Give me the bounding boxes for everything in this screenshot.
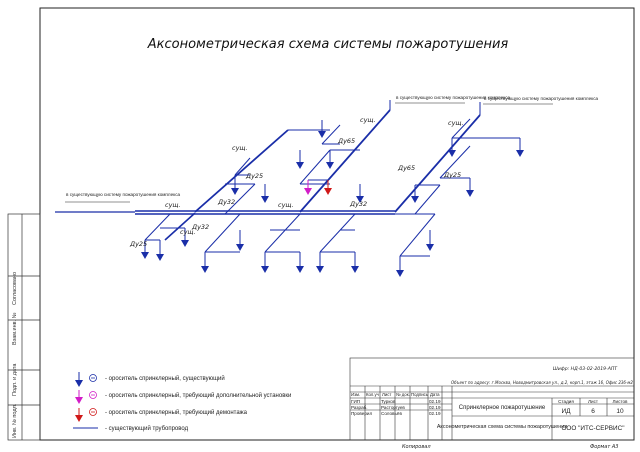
legend-remove-symbol: [75, 408, 97, 422]
tb-row-name: Расторгуев: [381, 405, 405, 410]
sheet-name-1: Аксонометрическая схема системы пожароту…: [437, 424, 567, 430]
svg-text:№ док.: № док.: [396, 392, 410, 397]
label-du25-1: Ду25: [245, 172, 263, 180]
label-sush-5: сущ.: [278, 201, 294, 209]
org-name: ООО "ИТС-СЕРВИС": [561, 425, 624, 432]
svg-text:Дата: Дата: [430, 392, 440, 397]
label-du25-3: Ду25: [129, 240, 147, 248]
tb-row-date: 02.19: [429, 405, 441, 410]
sheet-label: Лист: [588, 399, 599, 404]
format-label: Формат А3: [590, 444, 618, 450]
branch-right-diag: [399, 213, 436, 257]
tb-row-role: Проверил: [351, 411, 372, 416]
label-du65-2: Ду65: [397, 164, 415, 172]
riser-left: [194, 129, 289, 213]
page-title: Аксонометрическая схема системы пожароту…: [147, 37, 509, 52]
sheet-value: 6: [591, 408, 595, 415]
tb-row-name: Соловьёв: [381, 411, 402, 416]
label-du32-1: Ду32: [217, 198, 235, 206]
stamp-sign-date: Подп. и дата: [12, 363, 18, 396]
label-sush-3: сущ.: [448, 119, 464, 127]
pipe-network: [55, 100, 521, 270]
tb-row-name: Турков: [381, 399, 396, 404]
svg-text:Лист: Лист: [382, 392, 391, 397]
legend-remove: - ороситель спринклерный, требующий демо…: [105, 409, 248, 416]
label-du32-3: Ду32: [191, 223, 209, 231]
add-sprinkler: [304, 180, 312, 195]
tb-row-role: Разраб.: [351, 405, 368, 410]
stamp-inv-number: Инв. № подл.: [12, 403, 18, 438]
legend-existing-symbol: [75, 372, 97, 387]
label-sush-1: сущ.: [232, 144, 248, 152]
connect-note-left: в существующую систему пожаротушения ком…: [65, 192, 181, 203]
existing-sprinklers: [141, 131, 524, 277]
doc-code: Шифр: НД-03-02-2019-АПТ: [553, 366, 618, 372]
svg-text:Кол.уч: Кол.уч: [366, 392, 379, 397]
svg-text:в существующую систему пожарот: в существующую систему пожаротушения ком…: [484, 96, 599, 101]
sheets-value: 10: [616, 408, 624, 415]
side-stamp: [7, 213, 41, 441]
svg-text:Изм.: Изм.: [351, 392, 360, 397]
riser-center: [299, 109, 391, 213]
connect-note-center: в существующую систему пожаротушения ком…: [395, 95, 511, 104]
legend-add-symbol: [75, 390, 97, 404]
svg-text:в существующую систему пожарот: в существующую систему пожаротушения ком…: [66, 192, 181, 197]
tb-row-date: 02.19: [429, 399, 441, 404]
stamp-replace-inv: Взам.инв. №: [12, 312, 18, 345]
connect-note-right: в существующую систему пожаротушения ком…: [483, 96, 599, 105]
label-sush-6: сущ.: [180, 228, 196, 236]
label-du25-2: Ду25: [443, 171, 461, 179]
stage-label: Стадия: [558, 399, 574, 404]
title-block: [349, 357, 635, 441]
stamp-agreed: Согласовано: [12, 272, 18, 305]
tb-row-role: ГИП: [351, 399, 360, 404]
legend-add: - ороситель спринклерный, требующий допо…: [105, 392, 291, 399]
label-sush-4: сущ.: [165, 201, 181, 209]
svg-text:в существующую систему пожарот: в существующую систему пожаротушения ком…: [396, 95, 511, 100]
sheets-label: Листов: [613, 399, 628, 404]
tb-headers: Изм. Кол.уч Лист № док. Подпись Дата: [351, 392, 440, 397]
svg-text:Подпись: Подпись: [411, 392, 429, 397]
remove-sprinkler: [324, 180, 332, 195]
label-du65-1: Ду65: [337, 137, 355, 145]
label-sush-2: сущ.: [360, 116, 376, 124]
legend-pipe: - существующий трубопровод: [105, 425, 189, 432]
tb-rows: ГИП Турков 02.19 Разраб. Расторгуев 02.1…: [351, 399, 441, 416]
legend-existing: - ороситель спринклерный, существующий: [105, 375, 225, 382]
stage-value: ИД: [561, 408, 571, 415]
copied-label: Копировал: [402, 444, 431, 450]
tb-row-date: 02.19: [429, 411, 441, 416]
system-name: Спринклерное пожаротушение: [459, 405, 546, 411]
object-address: Объект по адресу: г.Москва, Новодмитровс…: [451, 380, 633, 385]
legend: - ороситель спринклерный, существующий -…: [73, 372, 291, 432]
inlet-left: [164, 212, 196, 241]
label-du32-2: Ду32: [349, 200, 367, 208]
riser-right: [394, 114, 481, 213]
